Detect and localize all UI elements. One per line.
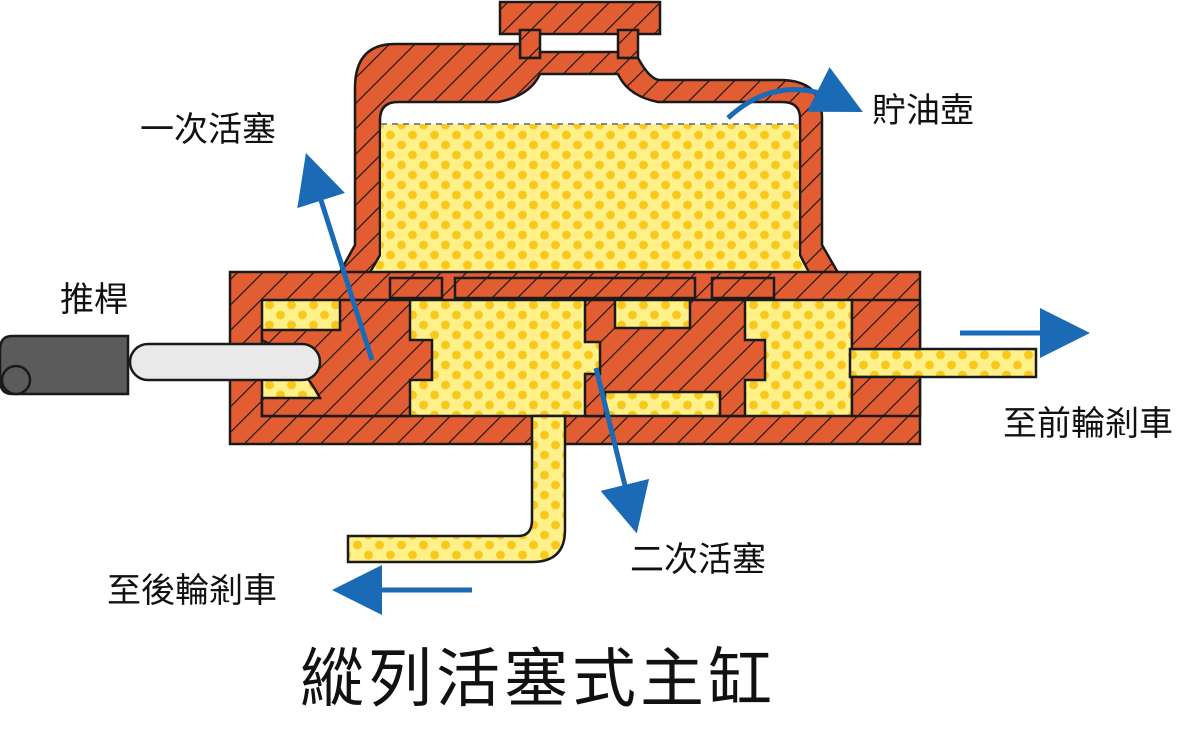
rear-outlet-pipe (346, 414, 567, 564)
push-rod (0, 334, 322, 396)
label-secondary-piston: 二次活塞 (630, 540, 766, 580)
arrow-primary-piston (297, 152, 375, 361)
label-to-front-brakes: 至前輪剎車 (1003, 404, 1173, 444)
label-to-rear-brakes: 至後輪剎車 (107, 571, 277, 611)
label-primary-piston: 一次活塞 (140, 110, 276, 150)
secondary-piston (583, 298, 767, 418)
label-push-rod: 推桿 (60, 280, 128, 320)
label-reservoir: 貯油壺 (872, 91, 974, 131)
arrow-secondary-piston (593, 367, 650, 534)
arrow-reservoir (726, 67, 863, 120)
reservoir-shell (327, 0, 851, 292)
diagram-title: 縱列活塞式主缸 (300, 643, 776, 717)
